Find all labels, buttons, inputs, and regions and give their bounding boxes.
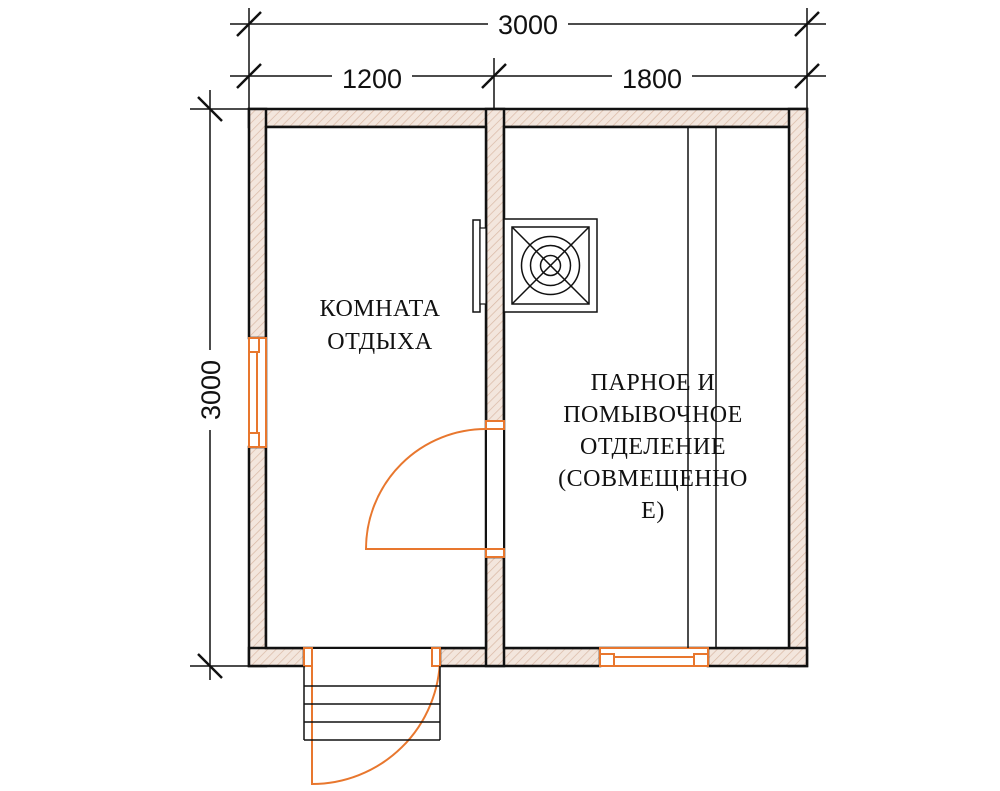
overall-height-label: 3000 bbox=[196, 360, 226, 420]
dimension-tick bbox=[794, 63, 820, 89]
wall-right bbox=[787, 107, 809, 668]
wall-bottom-right bbox=[706, 646, 809, 668]
wall-left-upper bbox=[247, 107, 268, 340]
dimension-tick bbox=[481, 63, 507, 89]
steam-room-line: ОТДЕЛЕНИЕ bbox=[580, 434, 726, 460]
dimension-top-overall: 3000 bbox=[230, 6, 826, 108]
entrance-door bbox=[303, 647, 441, 786]
walls bbox=[247, 107, 809, 668]
steam-room-line: (СОВМЕЩЕННО bbox=[558, 466, 748, 492]
interior-door bbox=[364, 420, 505, 558]
left-part-label: 1200 bbox=[342, 64, 402, 94]
steam-room-line: ПОМЫВОЧНОЕ bbox=[563, 402, 743, 428]
steam-room-line: Е) bbox=[641, 498, 665, 524]
dimension-left-overall: 3000 bbox=[190, 90, 249, 680]
wall-left-lower bbox=[247, 445, 268, 668]
room-label-steam: ПАРНОЕ И ПОМЫВОЧНОЕ ОТДЕЛЕНИЕ (СОВМЕЩЕНН… bbox=[558, 370, 748, 524]
entrance-steps bbox=[303, 666, 441, 741]
rest-room-line: КОМНАТА bbox=[320, 296, 441, 322]
right-part-label: 1800 bbox=[622, 64, 682, 94]
dimension-tick bbox=[794, 11, 820, 37]
stove-screen bbox=[472, 219, 481, 313]
overall-width-label: 3000 bbox=[498, 10, 558, 40]
partition-lower bbox=[484, 555, 506, 668]
window-bottom bbox=[599, 647, 709, 667]
stove bbox=[472, 218, 598, 313]
wall-bottom-left bbox=[247, 646, 306, 668]
window-left bbox=[248, 337, 267, 448]
dimension-tick bbox=[236, 11, 262, 37]
bench-shelf bbox=[687, 127, 717, 648]
dimension-top-parts: 1200 1800 bbox=[230, 58, 826, 130]
dimension-tick bbox=[197, 96, 223, 122]
partition-upper bbox=[484, 107, 506, 424]
steam-room-line: ПАРНОЕ И bbox=[591, 370, 716, 396]
dimension-tick bbox=[197, 653, 223, 679]
wall-top bbox=[247, 107, 809, 129]
dimension-tick bbox=[236, 63, 262, 89]
wall-bottom-middle bbox=[438, 646, 602, 668]
room-label-rest: КОМНАТА ОТДЫХА bbox=[320, 296, 441, 355]
rest-room-line: ОТДЫХА bbox=[327, 329, 433, 355]
